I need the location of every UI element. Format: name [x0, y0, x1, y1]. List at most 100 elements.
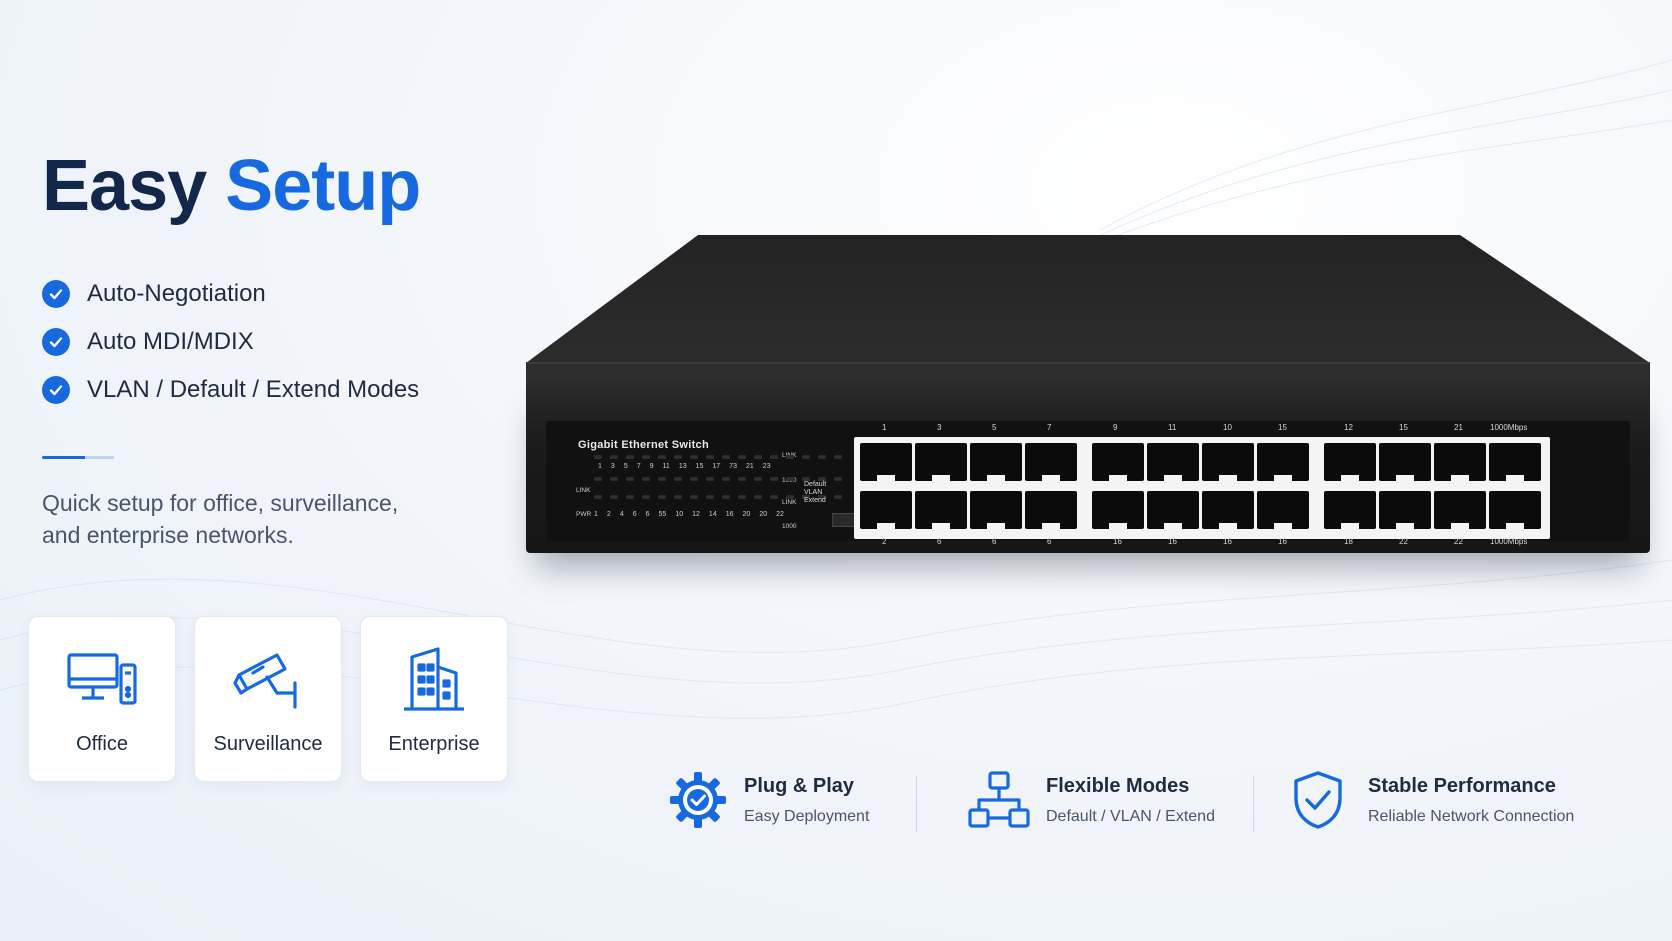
led [834, 455, 842, 459]
gear-check-icon [668, 770, 728, 830]
led [722, 495, 730, 499]
led [626, 455, 634, 459]
feature-label: VLAN / Default / Extend Modes [87, 376, 420, 403]
led [802, 455, 810, 459]
port-number: 15 [1278, 423, 1287, 432]
port-number: 22 [1454, 537, 1463, 546]
led [754, 477, 762, 481]
led [690, 455, 698, 459]
port-block [1318, 437, 1550, 539]
feature-item: Auto-Negotiation [42, 270, 419, 318]
led [818, 477, 826, 481]
speed-label-top: 1000Mbps [1490, 423, 1528, 432]
led-number: 3 [610, 463, 615, 470]
page-title: Easy Setup [42, 150, 421, 222]
led-label-link-left: LINK [576, 487, 591, 494]
feature-item: Auto MDI/MDIX [42, 318, 419, 366]
led [770, 495, 778, 499]
port-number: 21 [1454, 423, 1463, 432]
rj45-port [915, 491, 967, 530]
led-number: 16 [725, 511, 734, 518]
led-number: 12 [692, 511, 700, 518]
mode-switch-labels: Default VLAN Extend [804, 481, 826, 505]
port-number: 16 [1223, 537, 1232, 546]
led [818, 495, 826, 499]
desktop-computer-icon [66, 645, 138, 715]
description: Quick setup for office, surveillance, an… [42, 487, 462, 551]
led-row [594, 495, 842, 499]
port-number: 18 [1344, 537, 1353, 546]
led [722, 455, 730, 459]
led-number: 22 [776, 511, 784, 518]
led [674, 495, 682, 499]
port-number: 22 [1399, 537, 1408, 546]
port-number: 16 [1278, 537, 1287, 546]
port-number: 12 [1344, 423, 1353, 432]
use-case-card-office: Office [28, 616, 176, 782]
port-number: 5 [992, 423, 997, 432]
led-number: 73 [729, 463, 737, 470]
highlight-text: Stable Performance Reliable Network Conn… [1368, 775, 1574, 826]
title-part-setup: Setup [225, 146, 421, 226]
highlight-title: Plug & Play [744, 774, 855, 797]
port-number: 2 [882, 537, 887, 546]
highlight-subtitle: Easy Deployment [744, 807, 870, 825]
port-number: 6 [937, 537, 942, 546]
led-row [594, 477, 842, 481]
rj45-port [860, 443, 912, 482]
led [818, 455, 826, 459]
description-line: and enterprise networks. [42, 522, 294, 548]
led-number: 2 [606, 511, 611, 518]
led-number: 10 [675, 511, 684, 518]
led [738, 495, 746, 499]
title-part-easy: Easy [42, 146, 207, 226]
rj45-port [1257, 491, 1309, 530]
switch-bezel: Gigabit Ethernet Switch LINK 1 3 5 7 9 1… [546, 421, 1630, 546]
led [786, 477, 794, 481]
highlight-title: Flexible Modes [1046, 774, 1190, 797]
rj45-port [970, 443, 1022, 482]
led [610, 455, 618, 459]
led [674, 477, 682, 481]
led [706, 455, 714, 459]
led-number: 9 [649, 463, 654, 470]
speed-label-bottom: 1000Mbps [1490, 537, 1528, 546]
led [626, 477, 634, 481]
rj45-port [1324, 491, 1376, 530]
rj45-port [1434, 491, 1486, 530]
highlight-subtitle: Default / VLAN / Extend [1046, 807, 1215, 825]
switch-model-label: Gigabit Ethernet Switch [578, 439, 709, 451]
highlight-text: Plug & Play Easy Deployment [744, 775, 869, 826]
rj45-port [1202, 443, 1254, 482]
rj45-port [1489, 443, 1541, 482]
port-block [854, 437, 1100, 539]
led-label-pwr: PWR [576, 511, 592, 518]
highlight-plug-and-play: Plug & Play Easy Deployment [668, 770, 869, 830]
led [642, 455, 650, 459]
accent-divider [42, 456, 114, 459]
rj45-port [1324, 443, 1376, 482]
rj45-port [1092, 491, 1144, 530]
led-number: 1 [598, 463, 602, 470]
led [626, 495, 634, 499]
mode-option-extend: Extend [804, 497, 826, 504]
rj45-port [1092, 443, 1144, 482]
led-number: 23 [762, 463, 771, 470]
rj45-port [1147, 443, 1199, 482]
led [754, 495, 762, 499]
security-camera-icon [233, 645, 303, 715]
rj45-port [1147, 491, 1199, 530]
led [706, 477, 714, 481]
led-top-numbers: 1 3 5 7 9 11 13 15 17 73 21 23 [598, 463, 771, 470]
led-number: 4 [619, 511, 624, 518]
mode-dip-switch [832, 513, 856, 527]
led [658, 455, 666, 459]
feature-item: VLAN / Default / Extend Modes [42, 366, 419, 414]
check-circle-icon [42, 280, 70, 308]
check-circle-icon [42, 376, 70, 404]
description-line: Quick setup for office, surveillance, [42, 490, 399, 516]
rj45-port [1025, 443, 1077, 482]
led [594, 495, 602, 499]
check-circle-icon [42, 328, 70, 356]
rj45-port [1489, 491, 1541, 530]
